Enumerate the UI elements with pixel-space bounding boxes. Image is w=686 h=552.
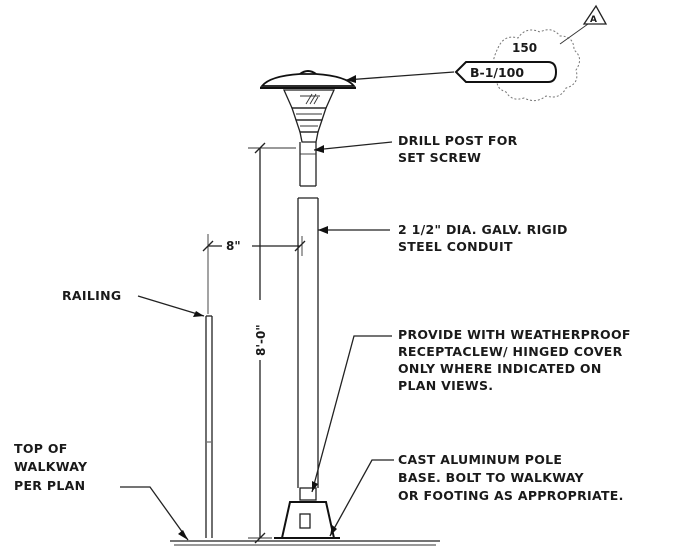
note-walkway: TOP OF WALKWAY PER PLAN: [14, 441, 92, 493]
lamp-head: [260, 70, 356, 187]
arrowhead-icon: [318, 226, 328, 234]
arrowhead-icon: [312, 481, 318, 492]
receptacle-box: [299, 487, 317, 501]
arrowhead-icon: [314, 145, 324, 153]
railing: [205, 315, 213, 538]
arrowhead-icon: [346, 75, 356, 83]
receptacle-leader: [311, 335, 392, 493]
railing-offset-label: 8": [226, 239, 241, 253]
arrowhead-icon: [193, 311, 204, 317]
arrowhead-icon: [178, 530, 188, 540]
detail-reference-text: B-1/100: [470, 65, 524, 80]
detail-reference-tag: B-1/100: [454, 61, 558, 83]
note-conduit: 2 1/2" DIA. GALV. RIGID STEEL CONDUIT: [398, 222, 572, 254]
revision-delta-icon: A: [582, 4, 608, 25]
svg-text:A: A: [590, 15, 597, 25]
pole-base-leader: [329, 459, 394, 537]
railing-leader: [137, 295, 205, 317]
note-pole-base: CAST ALUMINUM POLE BASE. BOLT TO WALKWAY…: [398, 452, 624, 503]
post-height-dimension: [248, 142, 296, 544]
revision-note: 150: [512, 41, 537, 55]
railing-offset-dimension: [202, 234, 306, 314]
revision-cloud: [492, 29, 580, 102]
note-drill-post: DRILL POST FOR SET SCREW: [398, 133, 522, 165]
note-railing: RAILING: [62, 288, 121, 303]
post-height-label: 8'-0": [254, 324, 268, 356]
revision-leader: [559, 23, 589, 45]
pole-conduit: [297, 197, 319, 501]
note-receptacle: PROVIDE WITH WEATHERPROOF RECEPTACLEW/ H…: [398, 327, 635, 393]
arrowhead-icon: [330, 525, 337, 536]
walkway-leader: [120, 486, 189, 541]
detail-reference-leader: [345, 71, 455, 81]
drill-post-leader: [313, 141, 393, 151]
